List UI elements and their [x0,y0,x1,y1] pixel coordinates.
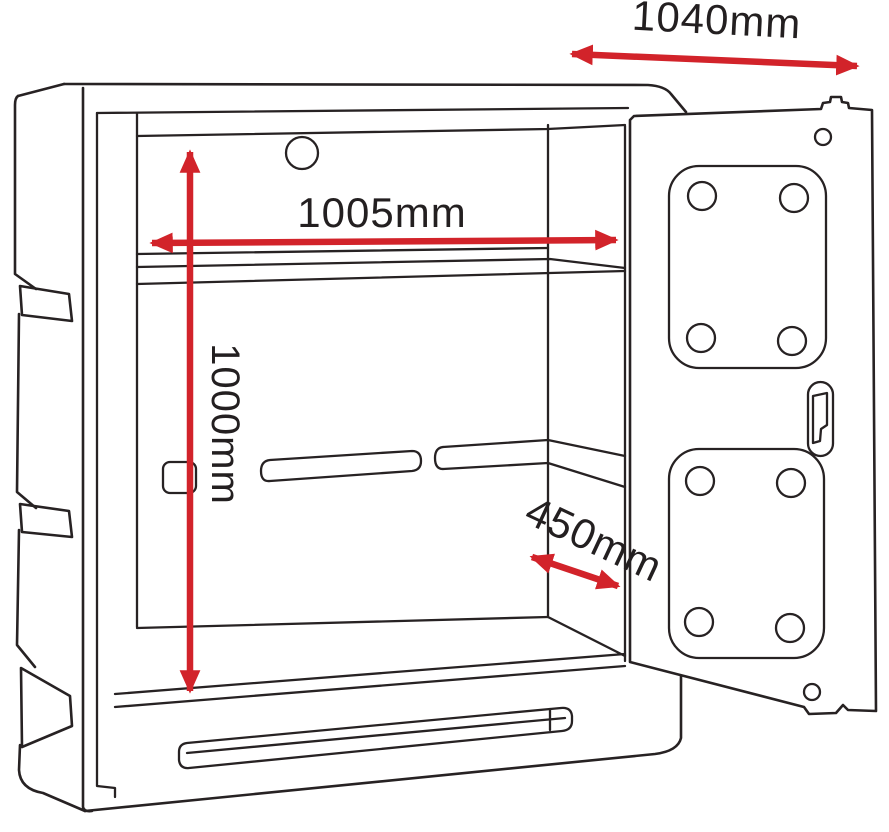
shelf-rail-right-top [441,438,627,458]
door-latch-lever [811,391,829,445]
interior-ceiling-edge [135,123,627,138]
door-top-hole [813,127,833,147]
back-wall-bottom-edge [135,615,550,630]
right-wall-bottom-edge [546,615,627,658]
left-grip-groove-1 [18,284,74,323]
internal-width-arrow [149,229,619,254]
left-foot-block [19,666,74,749]
door-latch-slot [806,380,835,458]
cabinet-top-back-edge [16,82,66,98]
plinth-vent-slot-inner-line [185,716,567,755]
shelf-rail-left [259,449,423,483]
shelf-front-bottom-edge [135,269,627,286]
cabinet-bottom-edge [83,674,683,813]
door-upper-plate-hole-2 [778,182,810,214]
cabinet-left-edge-upper [13,94,38,291]
dimension-annotations: 1040mm 1005mm 1000mm 450mm [149,0,860,694]
dimension-internal-depth: 450mm [518,487,669,591]
shelf-rail-right-cap [433,445,445,471]
back-wall-top-hole [284,135,320,171]
shelf-back-edge [135,246,550,256]
dimension-internal-height: 1000mm [179,149,247,694]
door-opening-frame [95,106,630,799]
shelf-rail-right-bottom [441,461,627,489]
door-upper-plate [667,164,828,370]
cabinet-front-left-edge [81,86,94,813]
cabinet-left-edge-middle [15,312,38,510]
cabinet-top-edge [62,82,688,114]
overall-width-arrow [569,44,860,76]
door-lower-plate-hole-3 [683,606,715,638]
door-lower-plate-hole-2 [775,467,807,499]
overall-width-label: 1040mm [631,0,803,47]
internal-width-label: 1005mm [297,189,466,236]
frame-left-edge [95,111,117,799]
sill-front-edge [113,664,627,709]
left-grip-groove-2 [18,502,74,539]
internal-depth-arrow [529,553,621,590]
shelf-front-top-edge [135,257,627,270]
cabinet-bottom-left-corner [17,743,87,813]
door-lower-plate-hole-1 [684,465,716,497]
cabinet-left-edge-lower [15,528,37,669]
door-upper-plate-hole-4 [776,325,808,357]
dimension-overall-width: 1040mm [569,0,860,76]
dimension-internal-width: 1005mm [149,189,619,254]
door-upper-plate-hole-3 [685,322,717,354]
frame-top-edge [95,106,630,115]
door-lower-plate [667,447,826,660]
door-bottom-hole [802,682,822,702]
door-upper-plate-hole-1 [686,180,718,212]
door [628,95,878,716]
door-outline [628,95,878,716]
door-lower-plate-hole-4 [774,612,806,644]
plinth-vent-slot-outline [177,706,574,770]
cabinet-body [13,82,688,813]
internal-height-label: 1000mm [203,343,247,505]
